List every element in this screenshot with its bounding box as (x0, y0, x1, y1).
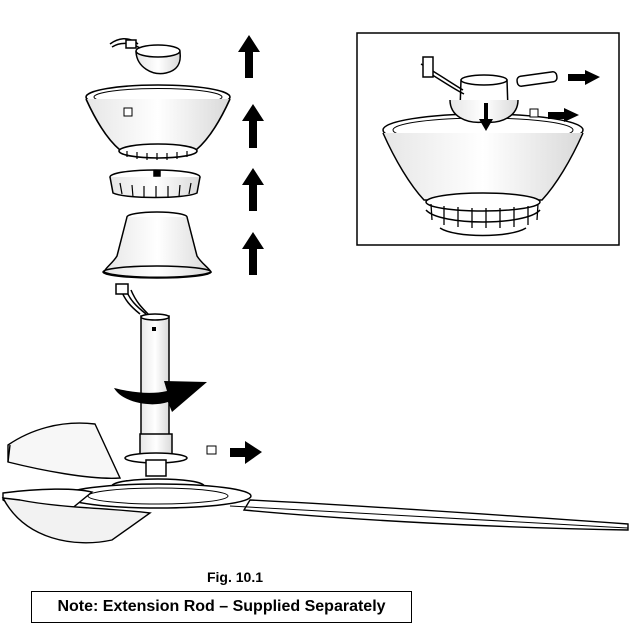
extension-rod (115, 283, 170, 437)
screw-icon (529, 108, 539, 118)
up-arrow-icon (242, 168, 264, 211)
right-arrow-icon (568, 70, 600, 85)
up-arrow-icon (242, 104, 264, 148)
motor-housing-cover (85, 84, 231, 160)
collar-ring (109, 169, 201, 199)
up-arrow-icon (238, 35, 260, 78)
fan-blades (1, 422, 629, 544)
figure-caption: Fig. 10.1 (206, 569, 264, 585)
down-arrow-icon (479, 103, 493, 131)
right-arrow-icon (230, 441, 262, 464)
coupling-cover (102, 211, 213, 279)
motor-assembly (64, 433, 252, 509)
up-arrow-icon (242, 232, 264, 275)
note-box: Note: Extension Rod – Supplied Separatel… (31, 591, 412, 623)
canopy-cover (109, 38, 182, 75)
rotate-arrow-icon (114, 381, 207, 412)
note-text: Note: Extension Rod – Supplied Separatel… (57, 598, 386, 615)
detail-inset (356, 32, 620, 246)
right-arrow-icon (548, 108, 579, 122)
